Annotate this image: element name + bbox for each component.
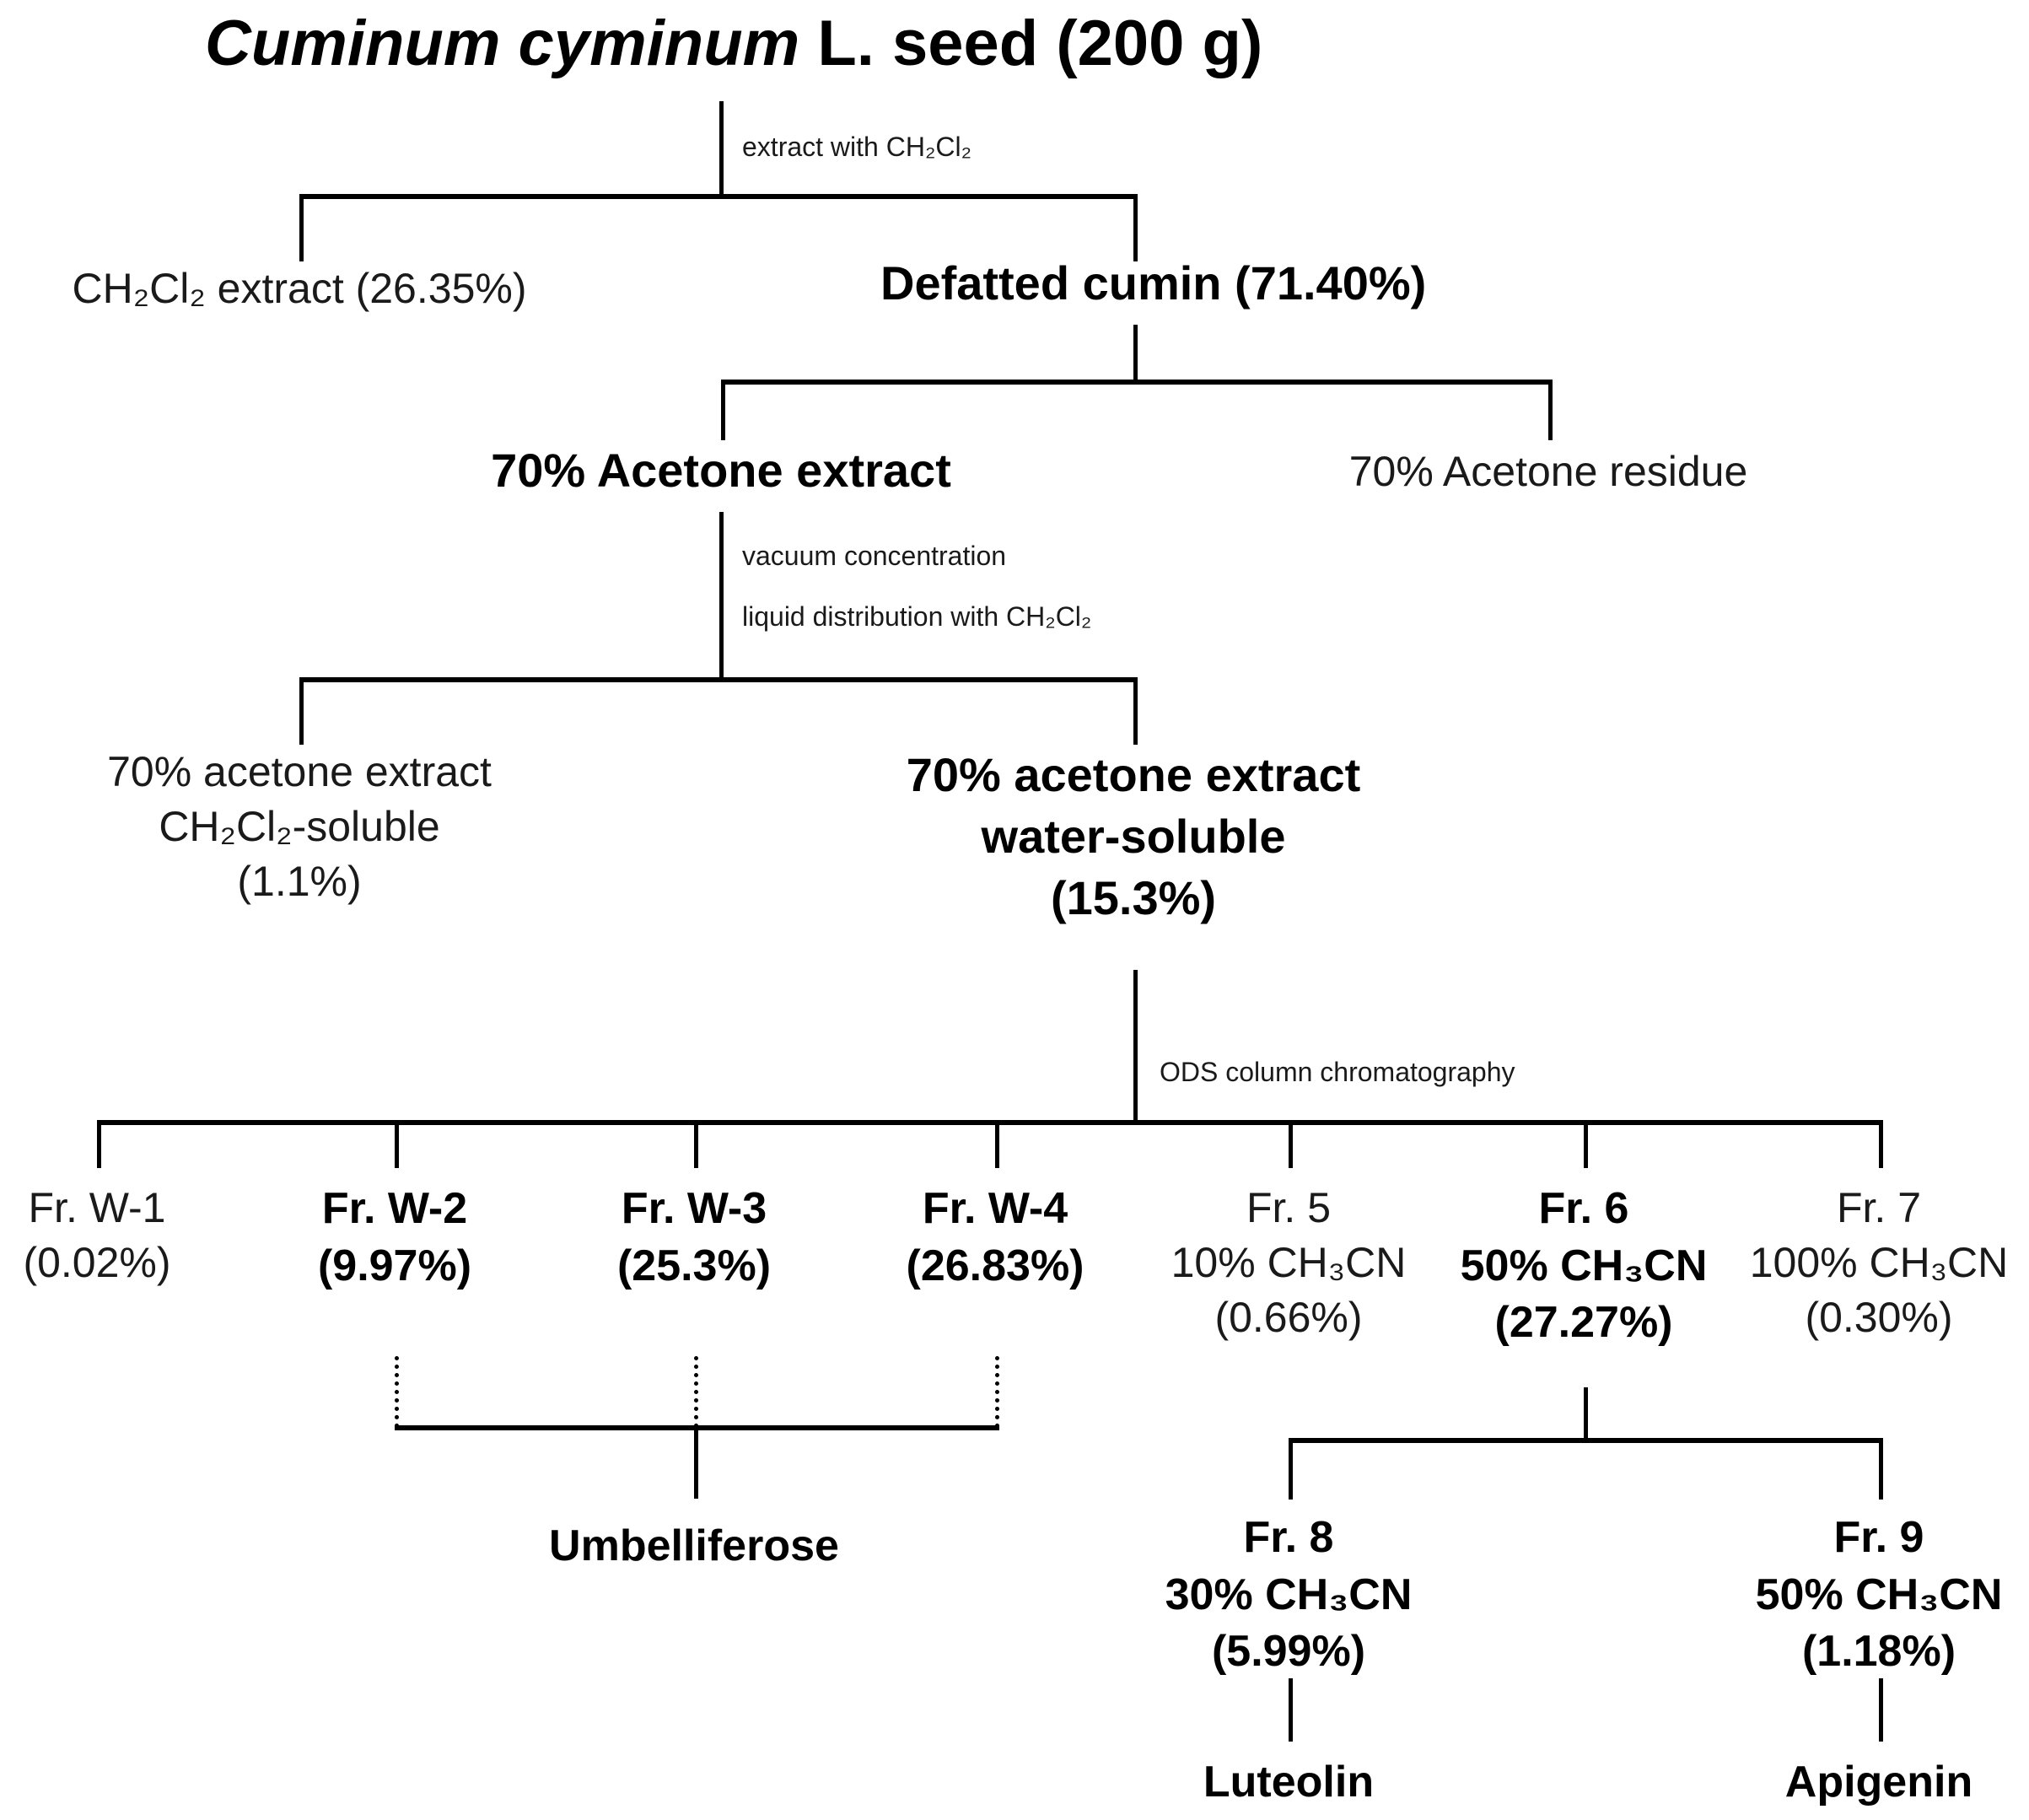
fr-w-3-yield: (25.3%) (616, 1241, 772, 1290)
connector-defatted-stem (1133, 325, 1138, 382)
fr-7-yield: (0.30%) (1805, 1294, 1953, 1341)
fr-w-2-name: Fr. W-2 (321, 1184, 468, 1233)
node-fr-w-2: Fr. W-2 (9.97%) (243, 1181, 546, 1295)
fr-8-eluent: 30% CH₃CN (1165, 1570, 1413, 1619)
connector-ods-drop-3 (694, 1120, 698, 1168)
title-rest: L. seed (200 g) (799, 8, 1263, 79)
connector-ods-drop-2 (395, 1120, 399, 1168)
node-acetone-residue-label: 70% Acetone residue (1348, 448, 1748, 495)
node-acetone-ch2cl2-soluble-line2: CH₂Cl₂-soluble (159, 803, 440, 850)
connector-ods-drop-4 (995, 1120, 999, 1168)
connector-level2-right-drop (1548, 380, 1553, 440)
node-apigenin-label: Apigenin (1784, 1758, 1973, 1807)
node-fr-6: Fr. 6 50% CH₃CN (27.27%) (1432, 1181, 1736, 1352)
connector-level2-left-drop (721, 380, 725, 440)
node-fr-w-1: Fr. W-1 (0.02%) (0, 1181, 249, 1290)
node-umbelliferose-label: Umbelliferose (549, 1521, 839, 1570)
fr-w-2-yield: (9.97%) (317, 1241, 472, 1290)
node-acetone-water-soluble: 70% acetone extract water-soluble (15.3%… (880, 745, 1386, 929)
fr-8-yield: (5.99%) (1211, 1627, 1366, 1677)
node-acetone-ch2cl2-soluble: 70% acetone extract CH₂Cl₂-soluble (1.1%… (46, 745, 552, 909)
connector-fr6-stem (1584, 1387, 1588, 1440)
fr-9-eluent: 50% CH₃CN (1755, 1570, 2003, 1619)
connector-dotted-w2 (395, 1356, 399, 1428)
node-apigenin: Apigenin (1727, 1754, 2029, 1812)
connector-level1-right-drop (1133, 194, 1138, 261)
fr-9-yield: (1.18%) (1801, 1627, 1956, 1677)
node-acetone-residue: 70% Acetone residue (1295, 444, 1801, 499)
annotation-ods-column: ODS column chromatography (1160, 1057, 1515, 1087)
connector-ods-drop-7 (1879, 1120, 1883, 1168)
fr-w-4-yield: (26.83%) (906, 1241, 1084, 1290)
node-fr-8: Fr. 8 30% CH₃CN (5.99%) (1137, 1510, 1440, 1681)
node-defatted-cumin: Defatted cumin (71.40%) (880, 253, 1427, 315)
annotation-extract-ch2cl2: extract with CH₂Cl₂ (742, 132, 971, 162)
fr-7-name: Fr. 7 (1836, 1184, 1922, 1231)
node-ch2cl2-extract-label: CH₂Cl₂ extract (26.35%) (72, 265, 527, 312)
annotation-vacuum-concentration: vacuum concentration (742, 541, 1007, 571)
fr-6-yield: (27.27%) (1494, 1298, 1673, 1348)
connector-ods-drop-5 (1289, 1120, 1293, 1168)
node-acetone-ch2cl2-soluble-line1: 70% acetone extract (107, 748, 492, 795)
node-fr-5: Fr. 5 10% CH₃CN (0.66%) (1137, 1181, 1440, 1345)
connector-dotted-w4 (995, 1356, 999, 1428)
connector-dotted-w3 (694, 1356, 698, 1428)
connector-fr6-bar (1289, 1438, 1879, 1443)
fr-5-name: Fr. 5 (1246, 1184, 1332, 1231)
node-fr-7: Fr. 7 100% CH₃CN (0.30%) (1727, 1181, 2029, 1345)
node-acetone-extract: 70% Acetone extract (468, 440, 974, 502)
connector-ods-drop-1 (97, 1120, 101, 1168)
node-acetone-water-soluble-line1: 70% acetone extract (906, 748, 1361, 801)
connector-ods-drop-6 (1584, 1120, 1588, 1168)
node-acetone-water-soluble-line3: (15.3%) (1050, 870, 1217, 924)
fr-5-eluent: 10% CH₃CN (1171, 1239, 1407, 1286)
fr-w-3-name: Fr. W-3 (621, 1184, 767, 1233)
annotation-liquid-distribution: liquid distribution with CH₂Cl₂ (742, 601, 1092, 632)
node-fr-9: Fr. 9 50% CH₃CN (1.18%) (1727, 1510, 2029, 1681)
connector-umbelliferose-stem (694, 1425, 698, 1499)
connector-ods-bar (97, 1120, 1881, 1125)
fr-w-1-name: Fr. W-1 (28, 1184, 166, 1231)
connector-level3-left-drop (299, 677, 304, 745)
connector-title-stem (719, 101, 724, 197)
connector-level3-bar (299, 677, 1138, 682)
connector-fr9-drop (1879, 1438, 1883, 1500)
connector-acetone-extract-stem (719, 512, 724, 681)
node-fr-w-3: Fr. W-3 (25.3%) (542, 1181, 846, 1295)
node-acetone-water-soluble-line2: water-soluble (981, 809, 1286, 863)
page-title: Cuminum cyminum L. seed (200 g) (205, 7, 1262, 80)
fr-9-name: Fr. 9 (1833, 1513, 1924, 1562)
node-luteolin-label: Luteolin (1203, 1758, 1375, 1807)
connector-level3-right-drop (1133, 677, 1138, 745)
fr-5-yield: (0.66%) (1214, 1294, 1363, 1341)
node-umbelliferose: Umbelliferose (542, 1518, 846, 1575)
node-defatted-cumin-label: Defatted cumin (71.40%) (880, 256, 1427, 310)
connector-water-soluble-stem (1133, 970, 1138, 1123)
fr-w-1-yield: (0.02%) (23, 1239, 171, 1286)
connector-level1-bar (299, 194, 1138, 199)
node-ch2cl2-extract: CH₂Cl₂ extract (26.35%) (46, 261, 552, 316)
connector-level1-left-drop (299, 194, 304, 261)
connector-luteolin-stem (1289, 1678, 1293, 1742)
fr-w-4-name: Fr. W-4 (922, 1184, 1068, 1233)
fr-6-name: Fr. 6 (1538, 1184, 1629, 1233)
connector-apigenin-stem (1879, 1678, 1883, 1742)
fr-7-eluent: 100% CH₃CN (1749, 1239, 2009, 1286)
fr-6-eluent: 50% CH₃CN (1460, 1241, 1708, 1290)
connector-fr8-drop (1289, 1438, 1293, 1500)
title-species: Cuminum cyminum (205, 8, 800, 79)
connector-level2-bar (721, 380, 1552, 385)
node-acetone-extract-label: 70% Acetone extract (491, 444, 951, 497)
fr-8-name: Fr. 8 (1243, 1513, 1334, 1562)
node-luteolin: Luteolin (1137, 1754, 1440, 1812)
node-fr-w-4: Fr. W-4 (26.83%) (843, 1181, 1147, 1295)
node-acetone-ch2cl2-soluble-line3: (1.1%) (237, 858, 362, 905)
